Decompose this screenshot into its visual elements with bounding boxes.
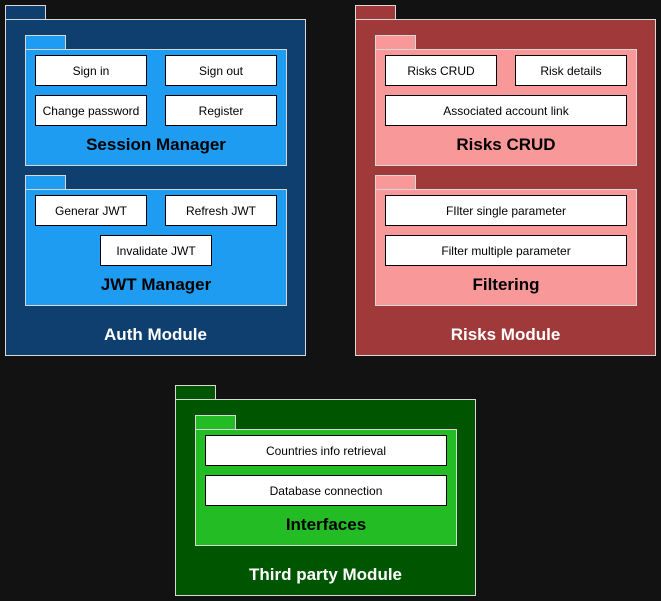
interfaces-package: Countries info retrieval Database connec…: [195, 429, 457, 546]
session-manager-tab: [25, 35, 66, 50]
jwt-manager-package: Generar JWT Refresh JWT Invalidate JWT J…: [25, 189, 287, 306]
session-manager-package: Sign in Sign out Change password Registe…: [25, 49, 287, 166]
third-party-module: Countries info retrieval Database connec…: [175, 399, 476, 596]
refresh-jwt-button[interactable]: Refresh JWT: [165, 195, 277, 226]
generate-jwt-button[interactable]: Generar JWT: [35, 195, 147, 226]
risk-details-button[interactable]: Risk details: [515, 55, 627, 86]
filtering-package: FIlter single parameter Filter multiple …: [375, 189, 637, 306]
risks-crud-package: Risks CRUD Risk details Associated accou…: [375, 49, 637, 166]
session-manager-title: Session Manager: [86, 135, 226, 154]
auth-module-tab: [5, 5, 46, 20]
sign-in-button[interactable]: Sign in: [35, 55, 147, 86]
filtering-title: Filtering: [472, 275, 540, 294]
interfaces-tab: [195, 415, 236, 430]
risks-crud-title: Risks CRUD: [456, 135, 556, 154]
third-party-module-title: Third party Module: [249, 565, 402, 584]
associated-account-link-button[interactable]: Associated account link: [385, 95, 627, 126]
risks-crud-tab: [375, 35, 416, 50]
risks-module: Risks CRUD Risk details Associated accou…: [355, 19, 656, 356]
invalidate-jwt-button[interactable]: Invalidate JWT: [100, 235, 212, 266]
database-connection-button[interactable]: Database connection: [205, 475, 447, 506]
risks-crud-button[interactable]: Risks CRUD: [385, 55, 497, 86]
third-party-module-tab: [175, 385, 216, 400]
risks-module-tab: [355, 5, 396, 20]
sign-out-button[interactable]: Sign out: [165, 55, 277, 86]
jwt-manager-title: JWT Manager: [100, 275, 212, 294]
auth-module: Sign in Sign out Change password Registe…: [5, 19, 306, 356]
jwt-manager-tab: [25, 175, 66, 190]
filtering-tab: [375, 175, 416, 190]
risks-module-title: Risks Module: [450, 325, 561, 344]
countries-info-retrieval-button[interactable]: Countries info retrieval: [205, 435, 447, 466]
change-password-button[interactable]: Change password: [35, 95, 147, 126]
filter-multiple-parameter-button[interactable]: Filter multiple parameter: [385, 235, 627, 266]
auth-module-title: Auth Module: [104, 325, 207, 344]
interfaces-title: Interfaces: [285, 515, 367, 534]
register-button[interactable]: Register: [165, 95, 277, 126]
filter-single-parameter-button[interactable]: FIlter single parameter: [385, 195, 627, 226]
